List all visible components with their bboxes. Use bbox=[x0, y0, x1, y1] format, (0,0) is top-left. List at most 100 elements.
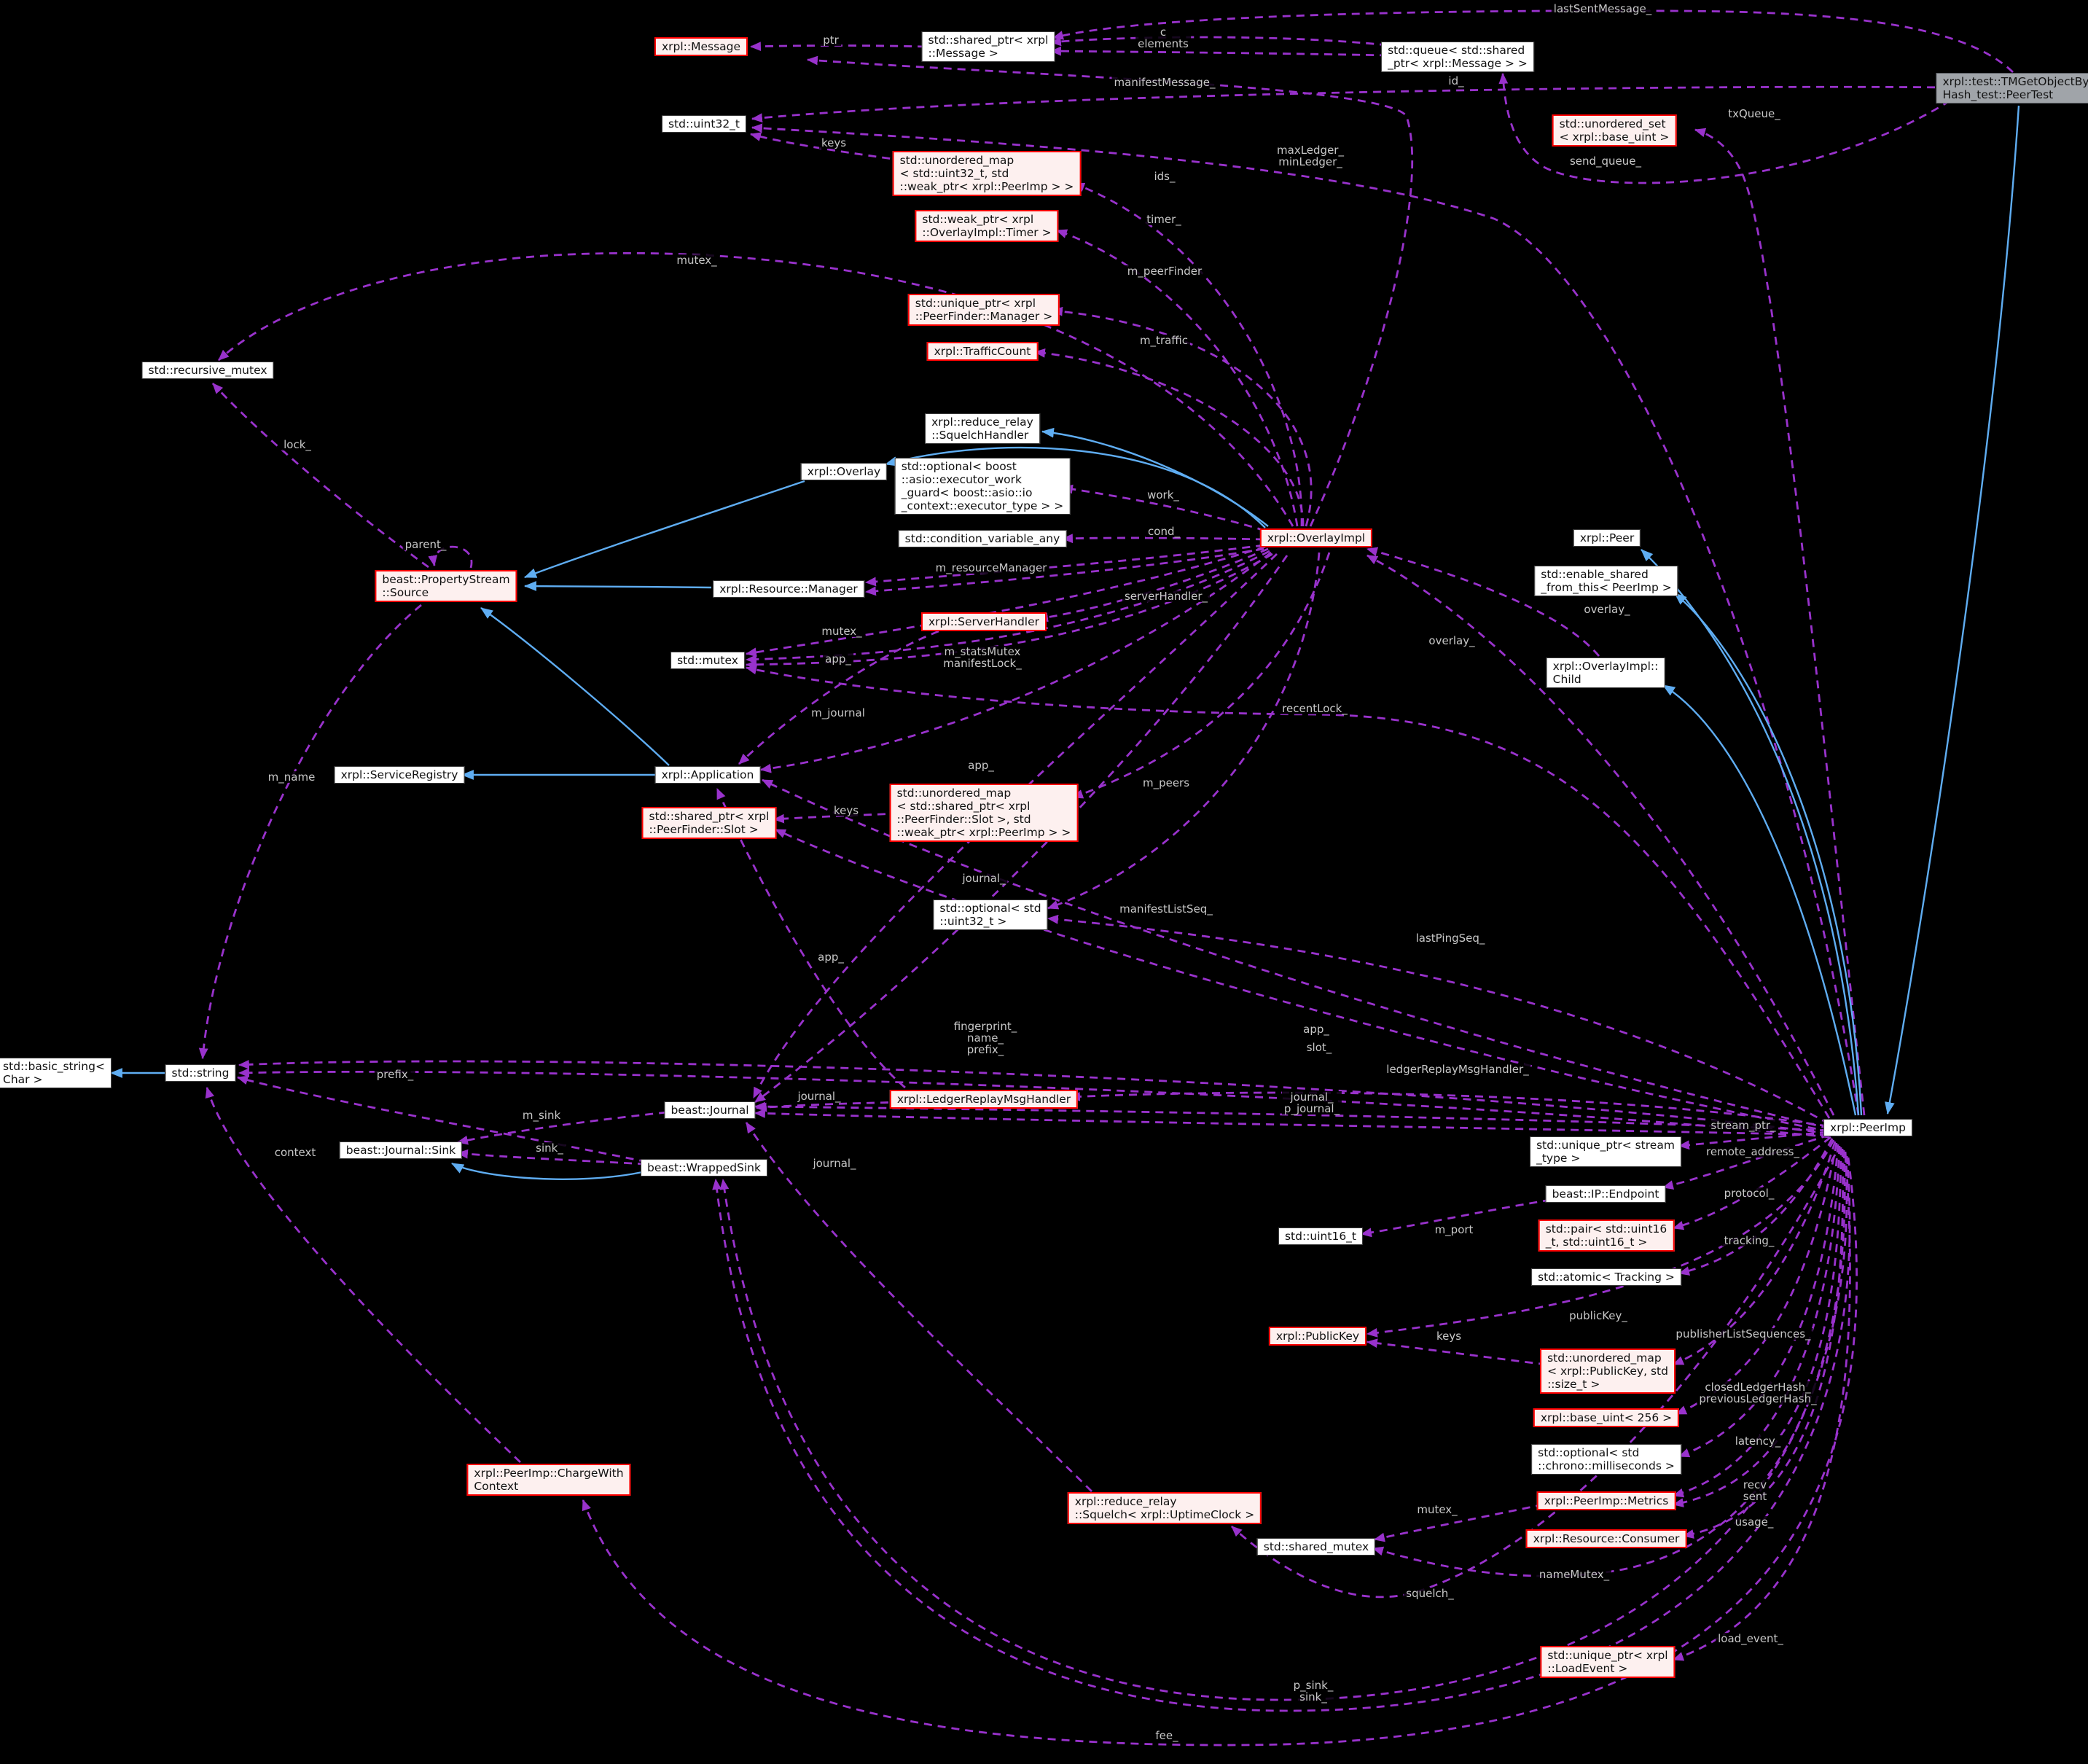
node-unordered-map-uint32-weakptr[interactable]: std::unordered_map < std::uint32_t, std … bbox=[892, 151, 1082, 196]
node-condition-variable-any[interactable]: std::condition_variable_any bbox=[898, 530, 1067, 547]
edge-label-m-name: m_name bbox=[265, 771, 318, 783]
node-peerimp[interactable]: xrpl::PeerImp bbox=[1823, 1119, 1912, 1136]
edge-label-mutex: mutex_ bbox=[1415, 1504, 1460, 1515]
edge-label-journal: journal_ bbox=[795, 1090, 843, 1102]
edge-label-recv-sent: recv sent bbox=[1740, 1479, 1770, 1502]
edge-label-app: app_ bbox=[816, 951, 846, 963]
node-recursive-mutex[interactable]: std::recursive_mutex bbox=[141, 362, 274, 379]
edge-label-m-peers: m_peers bbox=[1140, 777, 1192, 789]
edge-label-lastsentmessage: lastSentMessage_ bbox=[1551, 3, 1654, 15]
edge-label-id: id_ bbox=[1446, 75, 1466, 87]
edge-label-serverhandler: serverHandler_ bbox=[1122, 590, 1211, 602]
edge-label-squelch: squelch_ bbox=[1404, 1588, 1456, 1599]
node-base-uint-256[interactable]: xrpl::base_uint< 256 > bbox=[1533, 1408, 1680, 1427]
node-journal[interactable]: beast::Journal bbox=[664, 1101, 756, 1119]
node-basic-string[interactable]: std::basic_string< Char > bbox=[0, 1058, 112, 1088]
edge-label-slot: slot_ bbox=[1304, 1042, 1334, 1053]
node-shared-ptr-message[interactable]: std::shared_ptr< xrpl ::Message > bbox=[921, 31, 1055, 62]
edge-label-app: app_ bbox=[823, 653, 853, 665]
edge-label-lastpingseq: lastPingSeq_ bbox=[1413, 932, 1487, 944]
node-unordered-set-base-uint[interactable]: std::unordered_set < xrpl::base_uint > bbox=[1552, 114, 1677, 147]
node-ip-endpoint[interactable]: beast::IP::Endpoint bbox=[1545, 1185, 1666, 1203]
edge-label-manifestlistseq: manifestListSeq_ bbox=[1117, 903, 1215, 915]
node-serverhandler[interactable]: xrpl::ServerHandler bbox=[921, 612, 1047, 631]
edge-label-ledgerreplaymsghandler: ledgerReplayMsgHandler_ bbox=[1384, 1064, 1531, 1075]
edge-label-send-queue: send_queue_ bbox=[1567, 155, 1644, 167]
edge-label-m-traffic: m_traffic bbox=[1137, 335, 1191, 346]
node-serviceregistry[interactable]: xrpl::ServiceRegistry bbox=[334, 766, 465, 784]
edge-label-m-statsmutex-manifestlock: m_statsMutex manifestLock_ bbox=[941, 646, 1024, 669]
edge-label-prefix: prefix_ bbox=[374, 1069, 416, 1080]
edge-label-protocol: protocol_ bbox=[1721, 1187, 1777, 1199]
node-peer[interactable]: xrpl::Peer bbox=[1573, 529, 1641, 547]
node-chargewithcontext[interactable]: xrpl::PeerImp::ChargeWith Context bbox=[466, 1464, 631, 1496]
node-unique-ptr-stream-type[interactable]: std::unique_ptr< stream _type > bbox=[1530, 1136, 1681, 1167]
node-message[interactable]: xrpl::Message bbox=[654, 37, 748, 56]
edge-label-app: app_ bbox=[966, 760, 996, 771]
edge-label-latency: latency_ bbox=[1732, 1435, 1783, 1447]
edge-label-txqueue: txQueue_ bbox=[1726, 108, 1783, 120]
edge-label-work: work_ bbox=[1145, 489, 1181, 501]
node-wrappedsink[interactable]: beast::WrappedSink bbox=[641, 1159, 767, 1176]
edge-label-publickey: publicKey_ bbox=[1567, 1310, 1630, 1322]
node-peerimp-metrics[interactable]: xrpl::PeerImp::Metrics bbox=[1536, 1491, 1676, 1510]
edge-label-cond: cond_ bbox=[1146, 526, 1182, 537]
node-unordered-map-publickey[interactable]: std::unordered_map < xrpl::PublicKey, st… bbox=[1540, 1349, 1676, 1394]
node-std-mutex[interactable]: std::mutex bbox=[670, 652, 745, 669]
node-squelchhandler[interactable]: xrpl::reduce_relay ::SquelchHandler bbox=[925, 413, 1040, 444]
node-overlay[interactable]: xrpl::Overlay bbox=[800, 463, 888, 480]
node-std-string[interactable]: std::string bbox=[165, 1064, 236, 1082]
edge-label-stream-ptr: stream_ptr_ bbox=[1708, 1120, 1778, 1131]
edge-label-recentlock: recentLock_ bbox=[1280, 703, 1350, 714]
edge-label-c-elements: c elements bbox=[1135, 26, 1191, 50]
node-ledgerreplaymsghandler[interactable]: xrpl::LedgerReplayMsgHandler bbox=[889, 1090, 1079, 1109]
node-unique-ptr-loadevent[interactable]: std::unique_ptr< xrpl ::LoadEvent > bbox=[1540, 1646, 1676, 1678]
node-propertystream-source[interactable]: beast::PropertyStream ::Source bbox=[375, 570, 517, 602]
node-pair-uint16[interactable]: std::pair< std::uint16 _t, std::uint16_t… bbox=[1538, 1219, 1675, 1252]
node-trafficcount[interactable]: xrpl::TrafficCount bbox=[926, 342, 1039, 361]
node-shared-ptr-slot[interactable]: std::shared_ptr< xrpl ::PeerFinder::Slot… bbox=[641, 807, 777, 839]
edge-label-parent: parent_ bbox=[402, 539, 449, 550]
node-optional-uint32[interactable]: std::optional< std ::uint32_t > bbox=[933, 899, 1048, 930]
edge-label-fee: fee_ bbox=[1153, 1730, 1181, 1741]
node-application[interactable]: xrpl::Application bbox=[654, 766, 761, 784]
edge-label-sink: sink_ bbox=[533, 1142, 566, 1154]
node-resource-manager[interactable]: xrpl::Resource::Manager bbox=[713, 580, 864, 598]
edge-label-publisherlistsequences: publisherListSequences_ bbox=[1673, 1328, 1813, 1340]
node-queue-shared-ptr-message[interactable]: std::queue< std::shared _ptr< xrpl::Mess… bbox=[1381, 42, 1534, 72]
node-resource-consumer[interactable]: xrpl::Resource::Consumer bbox=[1525, 1529, 1687, 1548]
node-reduce-relay-squelch[interactable]: xrpl::reduce_relay ::Squelch< xrpl::Upti… bbox=[1067, 1492, 1262, 1524]
node-overlayimpl[interactable]: xrpl::OverlayImpl bbox=[1259, 528, 1373, 547]
node-optional-milliseconds[interactable]: std::optional< std ::chrono::millisecond… bbox=[1531, 1444, 1681, 1475]
node-unique-ptr-peerfinder-manager[interactable]: std::unique_ptr< xrpl ::PeerFinder::Mana… bbox=[907, 294, 1060, 326]
node-optional-work-guard[interactable]: std::optional< boost ::asio::executor_wo… bbox=[894, 458, 1071, 515]
node-atomic-tracking[interactable]: std::atomic< Tracking > bbox=[1531, 1268, 1681, 1286]
node-weak-ptr-timer[interactable]: std::weak_ptr< xrpl ::OverlayImpl::Timer… bbox=[915, 210, 1059, 242]
edge-label-keys: keys bbox=[831, 805, 861, 816]
node-publickey[interactable]: xrpl::PublicKey bbox=[1268, 1327, 1367, 1346]
node-unordered-map-slot-weakptr[interactable]: std::unordered_map < std::shared_ptr< xr… bbox=[889, 784, 1079, 842]
edge-label-ptr: ptr bbox=[821, 34, 841, 46]
node-uint32-t[interactable]: std::uint32_t bbox=[661, 115, 747, 133]
edge-label-context: context bbox=[272, 1147, 318, 1158]
edge-label-timer: timer_ bbox=[1144, 214, 1184, 225]
edge-label-app: app_ bbox=[1301, 1023, 1332, 1035]
node-peertest[interactable]: xrpl::test::TMGetObjectBy Hash_test::Pee… bbox=[1936, 73, 2088, 104]
node-shared-mutex[interactable]: std::shared_mutex bbox=[1256, 1538, 1376, 1556]
node-enable-shared-from-this[interactable]: std::enable_shared _from_this< PeerImp > bbox=[1534, 566, 1678, 596]
edge-label-usage: usage_ bbox=[1732, 1516, 1776, 1528]
edge-label-m-journal: m_journal bbox=[809, 707, 867, 719]
edge-label-load-event: load_event_ bbox=[1716, 1633, 1786, 1644]
node-journal-sink[interactable]: beast::Journal::Sink bbox=[339, 1141, 463, 1159]
node-uint16-t[interactable]: std::uint16_t bbox=[1278, 1228, 1364, 1245]
edge-label-ids: ids_ bbox=[1151, 171, 1178, 182]
edge-label-maxledger-minledger: maxLedger_ minLedger_ bbox=[1275, 144, 1346, 168]
edge-label-remote-address: remote_address_ bbox=[1704, 1146, 1802, 1158]
usage-edges bbox=[198, 9, 2014, 1747]
edge-label-mutex: mutex_ bbox=[819, 625, 864, 637]
edge-label-tracking: tracking_ bbox=[1721, 1235, 1777, 1246]
node-overlayimpl-child[interactable]: xrpl::OverlayImpl:: Child bbox=[1546, 657, 1665, 688]
inheritance-edges bbox=[109, 105, 2020, 1180]
